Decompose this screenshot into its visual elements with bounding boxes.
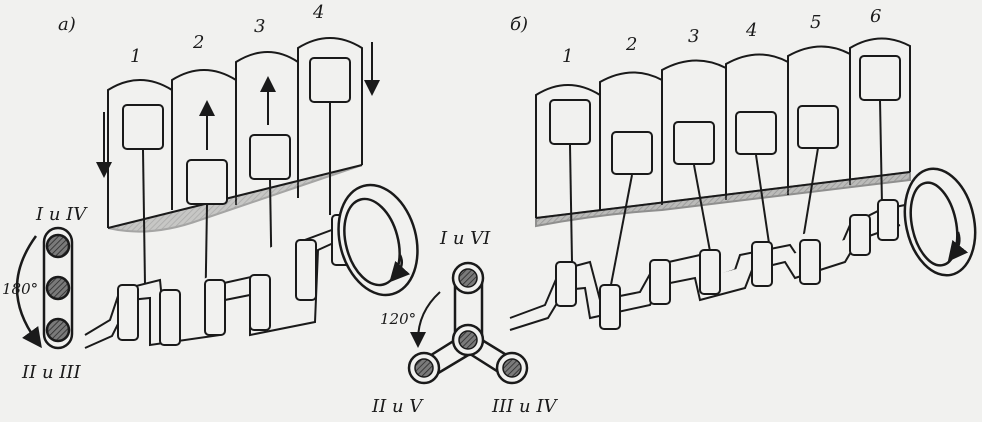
crank-pair-label: II и III [21, 362, 81, 383]
cylinder-number: 1 [562, 46, 573, 67]
engine-block-a [107, 37, 363, 233]
piston [249, 134, 291, 180]
cylinder-number: 4 [745, 20, 757, 41]
cylinder-number: 2 [625, 34, 637, 55]
flywheel-b [903, 167, 977, 277]
flywheel-a [337, 183, 419, 297]
piston [549, 99, 591, 145]
crank-pair-label: III и IV [491, 396, 558, 417]
cylinder-number: 3 [254, 16, 265, 37]
panel-a-label: а) [58, 14, 76, 35]
panel-a: а) 1 2 3 4 [2, 2, 419, 383]
crank-pair-label: II и V [371, 396, 424, 417]
piston [735, 111, 777, 155]
crank-pair-label: I и VI [439, 228, 491, 249]
cylinder-number: 6 [870, 6, 881, 27]
angle-label: 120° [380, 310, 416, 328]
cylinder-number: 1 [130, 46, 141, 67]
pistons-a [122, 57, 351, 205]
crank-scheme-b: I и VI II и V III и IV 120° [371, 228, 558, 417]
panel-b-label: б) [510, 14, 528, 35]
cylinder-number: 3 [688, 26, 699, 47]
cylinder-number: 5 [810, 12, 821, 33]
piston [309, 57, 351, 103]
piston [797, 105, 839, 149]
cylinder-number: 4 [312, 2, 324, 23]
cylinder-number: 2 [192, 32, 204, 53]
piston [186, 159, 228, 205]
crank-scheme-a [15, 226, 74, 350]
piston [859, 55, 901, 101]
crankshaft-b [509, 199, 906, 331]
panel-b: б) 1 2 3 4 5 6 [509, 6, 977, 331]
engine-block-b [535, 37, 911, 228]
piston [673, 121, 715, 165]
piston [122, 104, 164, 150]
angle-label: 180° [2, 280, 38, 298]
motion-arrows-a [96, 42, 380, 178]
crank-pair-label: I и IV [35, 204, 88, 225]
pistons-b [549, 55, 901, 175]
piston [611, 131, 653, 175]
